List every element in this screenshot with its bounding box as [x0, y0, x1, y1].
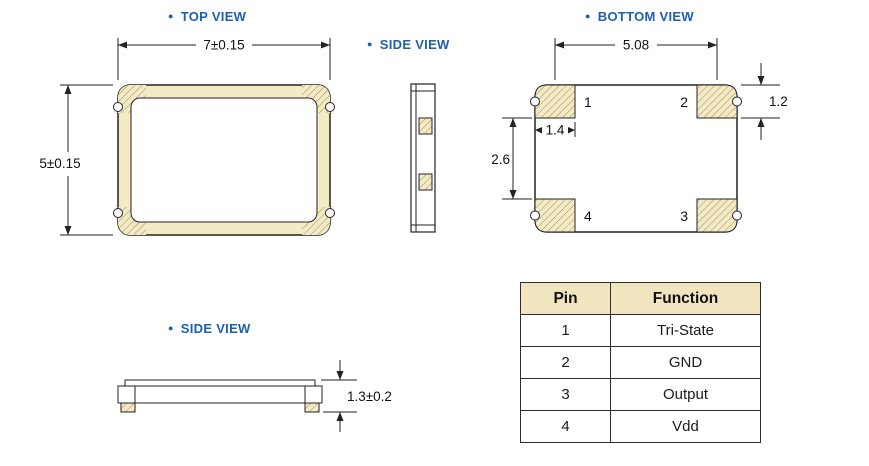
- bullet-icon: ●: [168, 11, 174, 21]
- bottom-view-pad-width-value: 1.4: [546, 123, 565, 138]
- side-lower-pad-left: [120, 402, 136, 413]
- side-lower-lid: [124, 379, 316, 387]
- top-view-height-value: 5±0.15: [39, 156, 80, 171]
- top-view-height-dimension: 5±0.15: [39, 84, 113, 236]
- top-view-package-lid: [130, 97, 318, 223]
- table-row: 4 Vdd: [520, 410, 761, 443]
- bottom-view-castellation-notches: [530, 96, 742, 221]
- side-lower-pad-right: [304, 402, 320, 413]
- top-view-label-text: TOP VIEW: [180, 9, 247, 24]
- table-row: 3 Output: [520, 378, 761, 411]
- function-cell: Tri-State: [610, 314, 761, 347]
- top-view-label: ● TOP VIEW: [168, 9, 246, 24]
- pin-cell: 2: [520, 346, 611, 379]
- bottom-view-pad-width-dimension: 1.4: [534, 122, 576, 138]
- pad-2: [696, 84, 738, 119]
- pin-function-table: Pin Function 1 Tri-State 2 GND 3 Output …: [520, 282, 761, 443]
- pad-1: [534, 84, 576, 119]
- bullet-icon: ●: [367, 39, 373, 49]
- bottom-view-pitch-dimension: 5.08: [554, 38, 718, 80]
- bullet-icon: ●: [168, 323, 174, 333]
- side-view-lower-label: ● SIDE VIEW: [168, 321, 251, 336]
- function-cell: Output: [610, 378, 761, 411]
- side-view-lower-label-text: SIDE VIEW: [180, 321, 251, 336]
- pin-number-4: 4: [584, 208, 592, 224]
- side-upper-pad-2: [418, 173, 433, 191]
- pin-column-header: Pin: [520, 282, 611, 315]
- side-view-upper-label: ● SIDE VIEW: [367, 37, 450, 52]
- bottom-view-label-text: BOTTOM VIEW: [597, 9, 694, 24]
- function-cell: GND: [610, 346, 761, 379]
- pin-number-1: 1: [584, 94, 592, 110]
- bottom-view-pad-gap-value: 2.6: [491, 152, 510, 167]
- pin-number-2: 2: [680, 94, 688, 110]
- side-view-upper-drawing: [410, 83, 436, 233]
- top-view-width-dimension: 7±0.15: [117, 38, 331, 80]
- side-lower-body: [117, 385, 323, 404]
- bottom-view-pad-height-value: 1.2: [769, 94, 788, 109]
- bottom-view-package-outline: [534, 84, 738, 233]
- top-view-width-value: 7±0.15: [203, 38, 244, 53]
- side-upper-body: [410, 83, 436, 233]
- pin-cell: 1: [520, 314, 611, 347]
- side-lower-thickness-dimension: 1.3±0.2: [321, 360, 392, 432]
- bottom-view-pitch-value: 5.08: [623, 38, 649, 53]
- side-view-lower-drawing: 1.3±0.2: [117, 360, 392, 432]
- pad-3: [696, 198, 738, 233]
- top-view-drawing: 7±0.15 5±0.15: [39, 38, 335, 236]
- table-row: 2 GND: [520, 346, 761, 379]
- bottom-view-pad-height-dimension: 1.2: [741, 63, 788, 140]
- top-view-castellation-notches: [113, 102, 335, 218]
- function-column-header: Function: [610, 282, 761, 315]
- bullet-icon: ●: [585, 11, 591, 21]
- pin-cell: 4: [520, 410, 611, 443]
- side-upper-pad-1: [418, 117, 433, 135]
- side-view-upper-label-text: SIDE VIEW: [379, 37, 450, 52]
- pad-4: [534, 198, 576, 233]
- bottom-view-pad-gap-dimension: 2.6: [491, 117, 532, 200]
- bottom-view-drawing: 5.08 1 2 4 3 1.2: [491, 38, 788, 233]
- pin-cell: 3: [520, 378, 611, 411]
- side-lower-thickness-value: 1.3±0.2: [347, 389, 392, 404]
- bottom-view-label: ● BOTTOM VIEW: [585, 9, 694, 24]
- table-row: 1 Tri-State: [520, 314, 761, 347]
- function-cell: Vdd: [610, 410, 761, 443]
- table-header-row: Pin Function: [520, 282, 761, 315]
- pin-number-3: 3: [680, 208, 688, 224]
